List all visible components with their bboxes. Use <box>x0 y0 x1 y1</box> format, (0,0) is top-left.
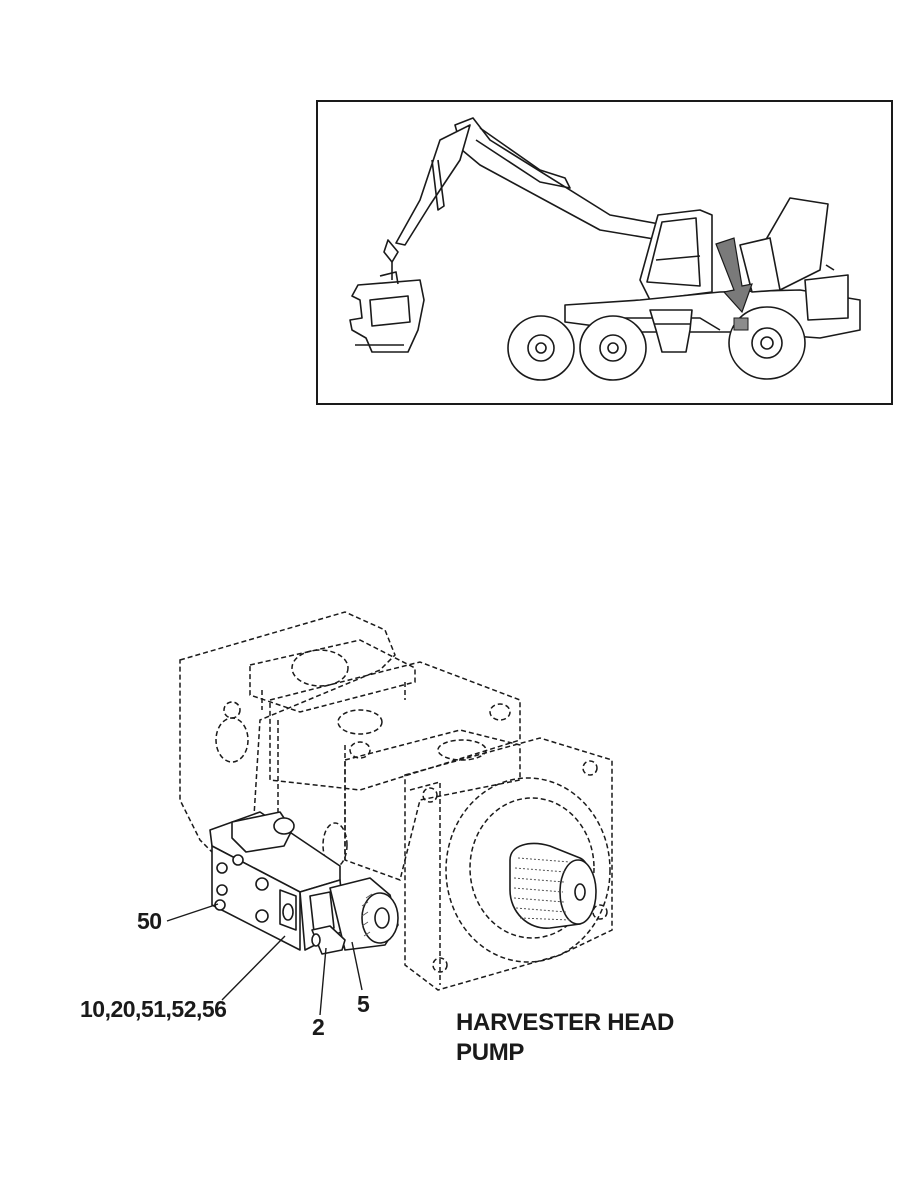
wheel-front-2 <box>579 315 647 381</box>
wheel-front-1 <box>507 315 575 381</box>
pump-dashed-outline <box>179 611 613 991</box>
drive-shaft <box>509 842 597 929</box>
callout-50: 50 <box>137 908 162 934</box>
callout-2: 2 <box>312 1014 325 1040</box>
machine-locator-frame <box>316 100 893 405</box>
caption-line-1: HARVESTER HEAD <box>456 1009 675 1036</box>
callout-5: 5 <box>357 991 370 1017</box>
location-arrow-icon <box>715 237 753 331</box>
control-valve-assembly <box>209 811 399 955</box>
callout-10-20-51-52-56: 10,20,51,52,56 <box>80 996 227 1022</box>
harvester-machine-drawing <box>349 117 861 381</box>
diagram-caption: HARVESTER HEAD PUMP <box>456 1008 674 1068</box>
caption-line-2: PUMP <box>456 1039 525 1066</box>
callout-leaders <box>166 903 363 1016</box>
